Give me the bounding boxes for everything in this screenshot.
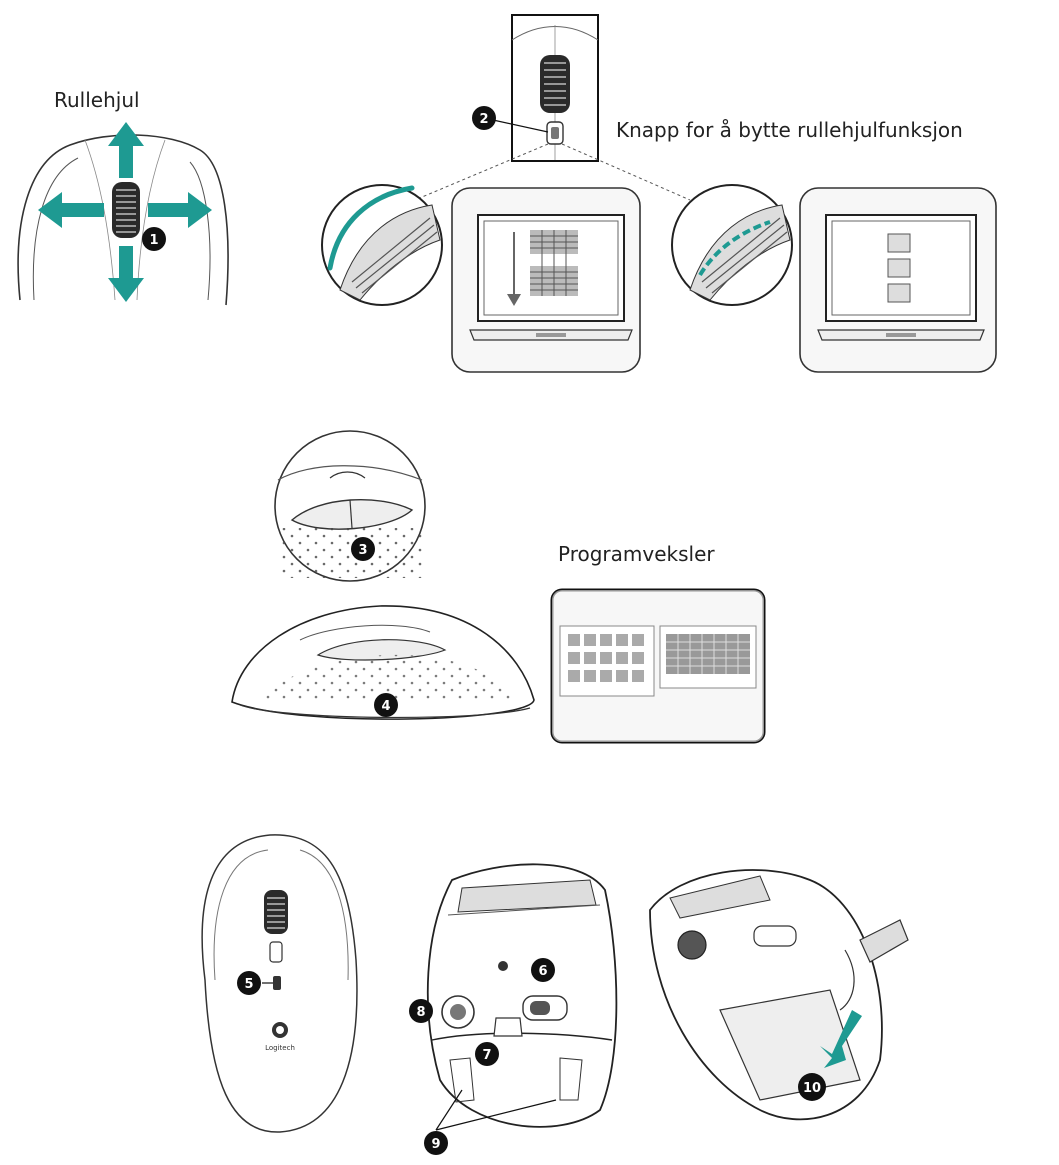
app-switcher-panel: 3 4	[231, 430, 766, 744]
svg-text:1: 1	[149, 233, 158, 248]
svg-text:6: 6	[538, 964, 547, 979]
svg-text:2: 2	[479, 112, 488, 127]
laptop-ratchet-screen	[451, 187, 641, 373]
mouse-bottom-view: 6 7 8 9	[409, 863, 618, 1155]
thumb-buttons-detail: 3	[274, 430, 426, 582]
ratchet-scroll-detail	[321, 184, 443, 306]
svg-text:8: 8	[416, 1005, 425, 1020]
callout-6: 6	[531, 958, 555, 982]
svg-text:Logitech: Logitech	[265, 1044, 295, 1052]
svg-text:10: 10	[803, 1081, 821, 1096]
direction-arrows-icon	[38, 122, 212, 302]
mouse-top-view-arrows: 1	[17, 122, 229, 306]
freespin-scroll-detail	[671, 184, 793, 306]
logitech-logo-icon: Logitech	[265, 1022, 295, 1052]
svg-text:4: 4	[381, 699, 390, 714]
app-switcher-label: Programveksler	[558, 542, 715, 566]
scroll-mode-button-label: Knapp for å bytte rullehjulfunksjon	[616, 118, 963, 142]
mouse-side-view: 4	[231, 605, 535, 720]
callout-7: 7	[475, 1042, 499, 1066]
mouse-top-view: 5 Logitech	[201, 834, 358, 1133]
callout-9: 9	[424, 1131, 448, 1155]
svg-text:7: 7	[482, 1048, 491, 1063]
svg-text:5: 5	[244, 977, 253, 992]
svg-text:9: 9	[431, 1137, 440, 1152]
callout-1: 1	[142, 227, 166, 251]
laptop-freespin-screen	[799, 187, 997, 373]
callout-10: 10	[798, 1073, 826, 1101]
callout-4: 4	[374, 693, 398, 717]
scroll-mode-panel: 2	[321, 14, 997, 373]
callout-5: 5	[237, 971, 261, 995]
mouse-battery-compartment-view: 10	[649, 869, 909, 1121]
callout-8: 8	[409, 999, 433, 1023]
app-switcher-screen	[550, 588, 766, 744]
callout-3: 3	[351, 537, 375, 561]
svg-text:3: 3	[358, 543, 367, 558]
scroll-wheel-label: Rullehjul	[54, 88, 140, 112]
callout-2: 2	[472, 106, 496, 130]
